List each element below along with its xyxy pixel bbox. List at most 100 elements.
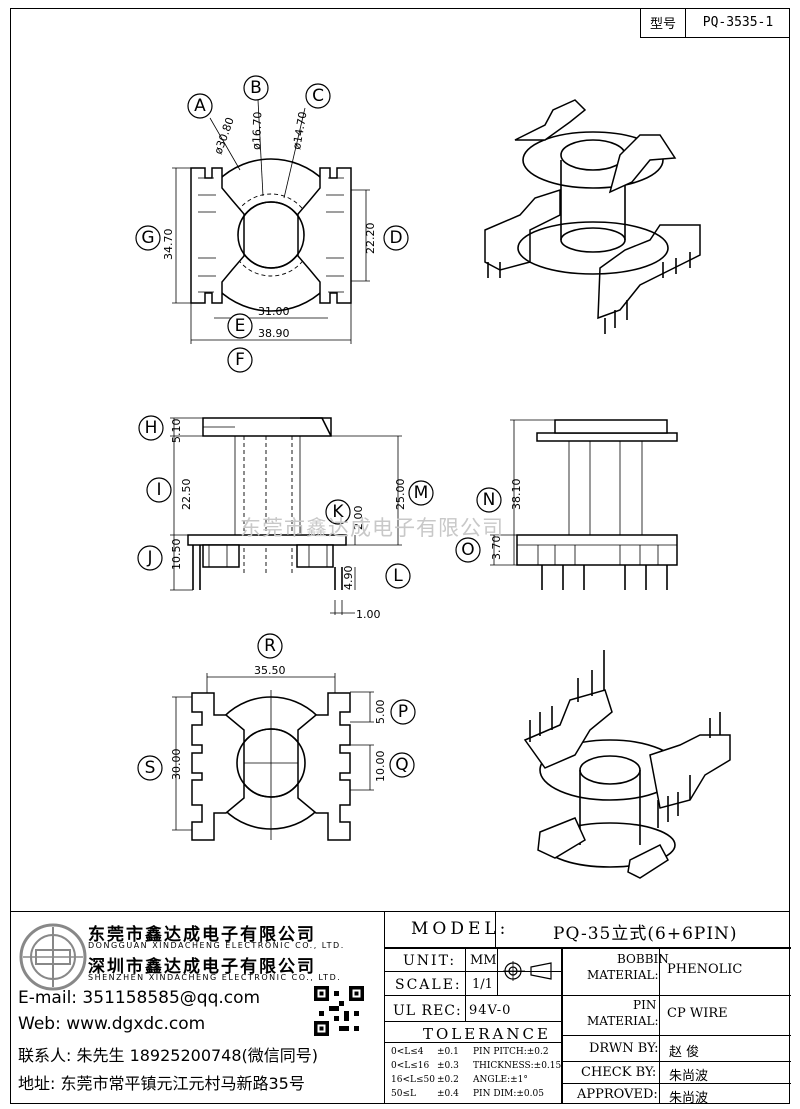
ulrec-label: UL REC: bbox=[393, 1003, 462, 1019]
drawing-sheet-border bbox=[10, 8, 790, 1104]
tol-range-4: 50≤L bbox=[391, 1089, 416, 1099]
drwn-by-value: 赵 俊 bbox=[669, 1045, 700, 1060]
company-name-en-2: SHENZHEN XINDACHENG ELECTRONIC CO., LTD. bbox=[88, 973, 342, 982]
check-by-value: 朱尚波 bbox=[669, 1069, 709, 1084]
bobbin-label-line2: MATERIAL: bbox=[587, 968, 659, 982]
callout-D-label: D bbox=[389, 228, 402, 248]
dim-A: ø30.80 bbox=[212, 116, 237, 156]
spec-table: MODEL: PQ-35立式(6+6PIN) UNIT: MM SCALE: 1… bbox=[384, 911, 791, 1106]
dim-K: 2.00 bbox=[352, 506, 365, 531]
tol-value-3: ±0.2 bbox=[437, 1075, 459, 1085]
callout-G-label: G bbox=[141, 228, 154, 248]
model-label: MODEL: bbox=[411, 919, 510, 939]
callout-I-label: I bbox=[156, 480, 161, 500]
bottom-view: 35.50 30.00 5.00 10.00 bbox=[170, 664, 387, 841]
dim-G: 34.70 bbox=[162, 229, 175, 261]
callout-L: L bbox=[385, 563, 411, 589]
callout-S: S bbox=[137, 755, 163, 781]
callout-I: I bbox=[146, 477, 172, 503]
dim-H: 5.10 bbox=[170, 419, 183, 444]
dim-D: 22.20 bbox=[364, 223, 377, 255]
callout-N-label: N bbox=[483, 490, 496, 510]
callout-Q-label: Q bbox=[395, 755, 408, 775]
callout-C-label: C bbox=[312, 86, 324, 106]
company-name-cn-2: 深圳市鑫达成电子有限公司 bbox=[88, 957, 316, 977]
callout-J-label: J bbox=[146, 548, 152, 568]
callout-R: R bbox=[257, 633, 283, 659]
tol-item-3: ANGLE:±1° bbox=[473, 1075, 528, 1085]
company-logo bbox=[19, 923, 87, 991]
callout-F: F bbox=[227, 347, 253, 373]
callout-B: B bbox=[243, 75, 269, 101]
bobbin-label-line1: BOBBIN bbox=[617, 952, 669, 966]
callout-C: C bbox=[305, 83, 331, 109]
callout-A: A bbox=[187, 93, 213, 119]
check-by-label: CHECK BY: bbox=[581, 1065, 657, 1080]
pin-label-line2: MATERIAL: bbox=[587, 1014, 659, 1028]
drwn-by-label: DRWN BY: bbox=[589, 1041, 659, 1056]
callout-J: J bbox=[137, 545, 163, 571]
scale-value: 1/1 bbox=[472, 977, 493, 992]
top-view: ø30.80 ø16.70 ø14.70 34.70 22.20 31.00 3… bbox=[162, 99, 377, 344]
callout-R-label: R bbox=[264, 636, 276, 656]
side-view: 38.10 3.70 bbox=[490, 419, 678, 590]
part-number: PQ-3535-1 bbox=[702, 15, 774, 30]
company-name-cn-1: 东莞市鑫达成电子有限公司 bbox=[88, 925, 316, 945]
company-name-en-1: DONGGUAN XINDACHENG ELECTRONIC CO., LTD. bbox=[88, 941, 345, 950]
iso-view-top bbox=[484, 99, 701, 334]
watermark-text: 东莞市鑫达成电子有限公司 bbox=[240, 516, 504, 540]
dim-N: 38.10 bbox=[510, 479, 523, 511]
callout-S-label: S bbox=[145, 758, 156, 778]
dim-C: ø14.70 bbox=[290, 111, 309, 151]
dim-J: 10.50 bbox=[170, 539, 183, 571]
callout-D: D bbox=[383, 225, 409, 251]
callout-P: P bbox=[390, 699, 416, 725]
callout-N: N bbox=[476, 487, 502, 513]
bobbin-drawing: .o{fill:none;stroke:#000;stroke-width:1.… bbox=[135, 75, 731, 879]
scale-label: SCALE: bbox=[395, 977, 462, 993]
company-email: E-mail: 351158585@qq.com bbox=[18, 988, 261, 1008]
callout-E-label: E bbox=[235, 316, 246, 336]
tol-value-4: ±0.4 bbox=[437, 1089, 459, 1099]
dim-S: 30.00 bbox=[170, 749, 183, 781]
dim-M: 25.00 bbox=[394, 479, 407, 511]
part-number-box: 型号 PQ-3535-1 bbox=[640, 8, 790, 38]
model-value: PQ-35立式(6+6PIN) bbox=[553, 924, 738, 944]
tol-value-1: ±0.1 bbox=[437, 1047, 459, 1057]
dim-P: 5.00 bbox=[374, 700, 387, 725]
title-block: 东莞市鑫达成电子有限公司 DONGGUAN XINDACHENG ELECTRO… bbox=[10, 911, 790, 1105]
ulrec-value: 94V-0 bbox=[469, 1003, 512, 1018]
dim-E: 31.00 bbox=[258, 305, 290, 318]
tol-range-2: 0<L≤16 bbox=[391, 1061, 430, 1071]
callout-K: K bbox=[325, 499, 351, 525]
approved-value: 朱尚波 bbox=[669, 1091, 709, 1106]
dim-F: 38.90 bbox=[258, 327, 290, 340]
projection-symbol-icon bbox=[503, 961, 552, 981]
dim-L: 4.90 bbox=[342, 566, 355, 591]
callout-A-label: A bbox=[194, 96, 206, 116]
tol-item-4: PIN DIM:±0.05 bbox=[473, 1089, 544, 1099]
unit-label: UNIT: bbox=[403, 953, 457, 969]
callout-H: H bbox=[138, 415, 164, 441]
callout-E: E bbox=[227, 313, 253, 339]
dim-Q: 10.00 bbox=[374, 751, 387, 783]
company-contact: 联系人: 朱先生 18925200748(微信同号) bbox=[18, 1046, 319, 1065]
unit-value: MM bbox=[470, 953, 497, 968]
approved-label: APPROVED: bbox=[577, 1087, 658, 1102]
bobbin-material-value: PHENOLIC bbox=[667, 962, 743, 977]
callout-O: O bbox=[455, 537, 481, 563]
callout-K-label: K bbox=[332, 502, 344, 522]
pin-label-line1: PIN bbox=[633, 998, 657, 1012]
iso-view-bottom bbox=[523, 650, 731, 879]
dim-B: ø16.70 bbox=[250, 111, 264, 150]
front-view: 5.10 22.50 10.50 2.00 4.90 25.00 1.00 bbox=[170, 417, 407, 621]
company-address: 地址: 东莞市常平镇元江元村马新路35号 bbox=[18, 1074, 305, 1093]
callout-M: M bbox=[408, 480, 434, 506]
tolerance-label: TOLERANCE bbox=[423, 1025, 551, 1043]
part-label: 型号 bbox=[641, 8, 686, 37]
tol-item-1: PIN PITCH:±0.2 bbox=[473, 1047, 549, 1057]
tol-range-1: 0<L≤4 bbox=[391, 1047, 424, 1057]
callout-L-label: L bbox=[393, 566, 403, 586]
dim-I: 22.50 bbox=[180, 479, 193, 511]
tol-value-2: ±0.3 bbox=[437, 1061, 459, 1071]
